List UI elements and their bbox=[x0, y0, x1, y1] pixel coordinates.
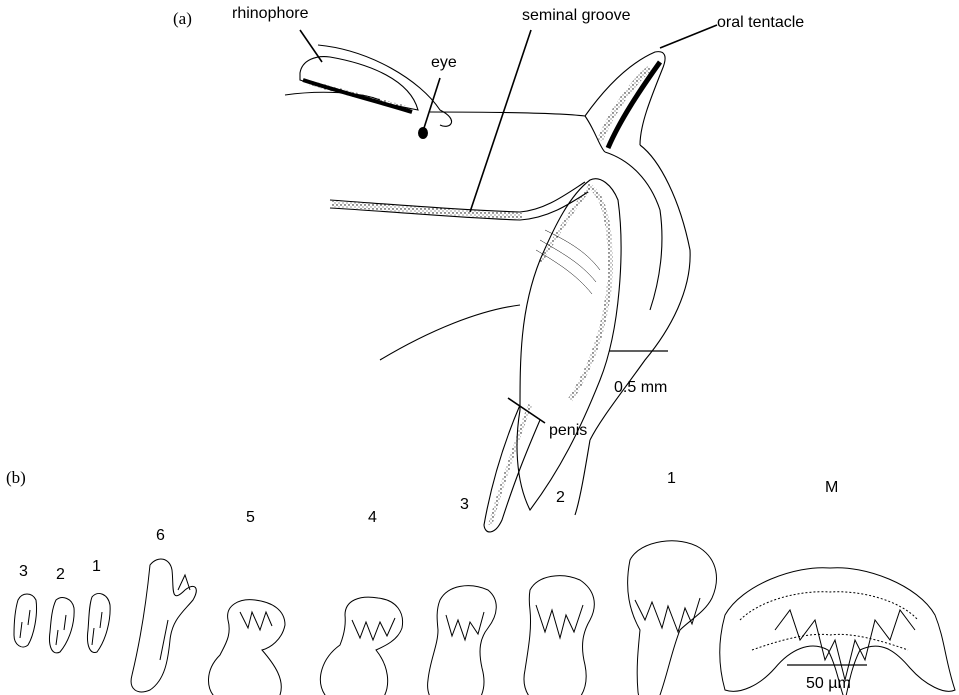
tooth-inner-2 bbox=[524, 576, 594, 695]
tooth-inner-6-number: 6 bbox=[156, 528, 165, 544]
tooth-outer-1 bbox=[87, 594, 110, 653]
panel-b-label: (b) bbox=[6, 469, 26, 486]
leader-seminal-groove bbox=[470, 30, 531, 212]
seminal-groove-label: seminal groove bbox=[522, 8, 631, 24]
tooth-outer-3-number: 3 bbox=[19, 564, 28, 580]
tooth-inner-5-number: 5 bbox=[246, 510, 255, 526]
seminal-groove-drawing bbox=[330, 182, 588, 220]
rhinophore-label: rhinophore bbox=[232, 6, 309, 22]
panel-b-drawing bbox=[14, 541, 955, 695]
panel-a-label: (a) bbox=[173, 10, 192, 27]
tooth-inner-3 bbox=[428, 586, 497, 695]
scale-label-a: 0.5 mm bbox=[614, 380, 667, 396]
oral-tentacle-drawing bbox=[585, 52, 665, 152]
tooth-outer-2-number: 2 bbox=[56, 567, 65, 583]
tooth-inner-5 bbox=[208, 600, 285, 695]
tooth-outer-1-number: 1 bbox=[92, 559, 101, 575]
panel-a-drawing bbox=[285, 45, 690, 532]
penis-drawing bbox=[484, 179, 621, 532]
rhinophore-drawing bbox=[285, 57, 418, 112]
tooth-inner-4-number: 4 bbox=[368, 510, 377, 526]
tooth-inner-2-number: 2 bbox=[556, 490, 565, 506]
scale-label-b: 50 µm bbox=[806, 676, 851, 692]
tooth-inner-3-number: 3 bbox=[460, 497, 469, 513]
leader-rhinophore bbox=[300, 30, 322, 62]
eye-spot bbox=[418, 127, 428, 139]
tooth-inner-1 bbox=[628, 541, 717, 695]
tooth-median-letter: M bbox=[825, 480, 838, 496]
tooth-inner-6 bbox=[131, 559, 196, 692]
oral-tentacle-label: oral tentacle bbox=[717, 15, 804, 31]
leader-oral-tentacle bbox=[660, 25, 717, 48]
leader-eye bbox=[424, 78, 440, 128]
tooth-inner-4 bbox=[320, 597, 402, 695]
tooth-inner-1-number: 1 bbox=[667, 471, 676, 487]
tooth-outer-3 bbox=[14, 594, 37, 647]
penis-label: penis bbox=[549, 423, 587, 439]
leader-lines-a bbox=[300, 25, 717, 423]
tooth-outer-2 bbox=[49, 598, 74, 653]
eye-label: eye bbox=[431, 55, 457, 71]
